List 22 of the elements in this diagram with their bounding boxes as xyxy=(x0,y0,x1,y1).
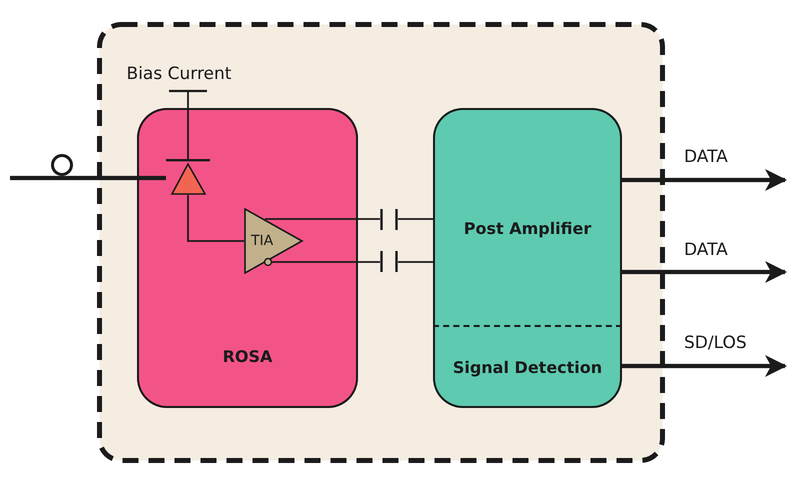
connector-line xyxy=(264,258,380,266)
edge-label: SD/LOS xyxy=(683,333,748,353)
connector-line xyxy=(10,176,166,180)
block-label: ROSA xyxy=(222,347,272,367)
rosa-block xyxy=(137,108,358,408)
block-label: Post Amplifier xyxy=(464,219,592,239)
amplifier-block xyxy=(433,108,622,408)
detection-section: Signal Detection xyxy=(433,325,622,408)
photodiode-symbol xyxy=(166,159,210,195)
capacitor-symbol xyxy=(380,209,398,230)
connector-line xyxy=(265,218,380,220)
connector-line xyxy=(398,261,433,263)
connector-line xyxy=(168,90,208,159)
connector-line xyxy=(398,218,433,220)
arrow xyxy=(622,169,787,191)
amplifier-symbol: TIA xyxy=(244,208,304,274)
connector-line xyxy=(187,195,244,242)
capacitor-symbol xyxy=(380,251,398,272)
arrow xyxy=(622,261,787,283)
arrow xyxy=(622,355,787,377)
terminal-label: Bias Current xyxy=(126,64,232,84)
module-boundary xyxy=(97,22,665,463)
